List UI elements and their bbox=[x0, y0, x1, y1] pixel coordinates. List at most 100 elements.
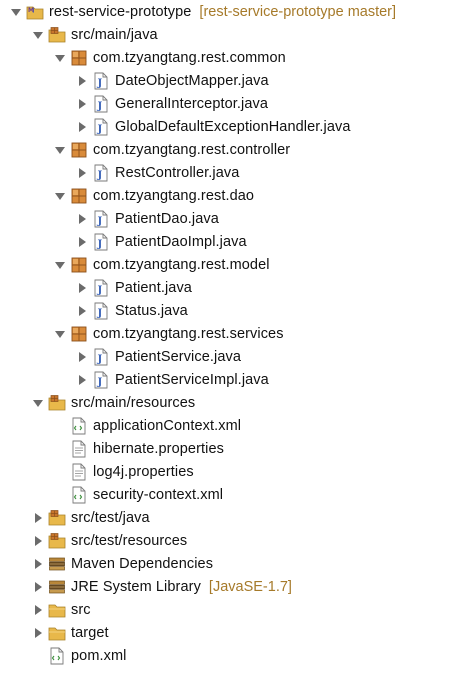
tree-item-applicationcontext-xml[interactable]: applicationContext.xml bbox=[0, 414, 241, 437]
collapsed-twisty-icon[interactable] bbox=[76, 236, 88, 248]
collapsed-twisty-icon[interactable] bbox=[76, 121, 88, 133]
tree-item-decoration: [JavaSE-1.7] bbox=[208, 578, 292, 595]
tree-item-label: GlobalDefaultExceptionHandler.java bbox=[115, 118, 351, 135]
collapsed-twisty-icon[interactable] bbox=[32, 627, 44, 639]
folder-icon bbox=[48, 601, 66, 619]
tree-item-decoration: [rest-service-prototype master] bbox=[199, 3, 397, 20]
tree-item-patientdaoimpl-java[interactable]: J PatientDaoImpl.java bbox=[0, 230, 247, 253]
tree-item-label: PatientDao.java bbox=[115, 210, 219, 227]
svg-text:J: J bbox=[32, 8, 34, 14]
tree-item-label: RestController.java bbox=[115, 164, 240, 181]
java-file-icon: J bbox=[92, 118, 110, 136]
collapsed-twisty-icon[interactable] bbox=[32, 581, 44, 593]
collapsed-twisty-icon[interactable] bbox=[76, 167, 88, 179]
java-file-icon: J bbox=[92, 72, 110, 90]
tree-item-com-tzyangtang-rest-model[interactable]: com.tzyangtang.rest.model bbox=[0, 253, 270, 276]
java-file-icon: J bbox=[92, 95, 110, 113]
tree-item-src-test-java[interactable]: src/test/java bbox=[0, 506, 150, 529]
collapsed-twisty-icon[interactable] bbox=[76, 374, 88, 386]
tree-item-label: JRE System Library bbox=[71, 578, 201, 595]
tree-item-label: DateObjectMapper.java bbox=[115, 72, 269, 89]
expanded-twisty-icon[interactable] bbox=[32, 29, 44, 41]
tree-item-com-tzyangtang-rest-dao[interactable]: com.tzyangtang.rest.dao bbox=[0, 184, 254, 207]
tree-item-label: src/main/java bbox=[71, 26, 158, 43]
tree-item-label: src/test/resources bbox=[71, 532, 188, 549]
tree-item-label: src/main/resources bbox=[71, 394, 196, 411]
expanded-twisty-icon[interactable] bbox=[54, 52, 66, 64]
tree-item-jre-system-library[interactable]: JRE System Library [JavaSE-1.7] bbox=[0, 575, 292, 598]
svg-text:J: J bbox=[97, 354, 103, 365]
tree-item-com-tzyangtang-rest-services[interactable]: com.tzyangtang.rest.services bbox=[0, 322, 284, 345]
collapsed-twisty-icon[interactable] bbox=[32, 535, 44, 547]
collapsed-twisty-icon[interactable] bbox=[76, 213, 88, 225]
tree-item-src-main-resources[interactable]: src/main/resources bbox=[0, 391, 195, 414]
expanded-twisty-icon[interactable] bbox=[54, 259, 66, 271]
collapsed-twisty-icon[interactable] bbox=[76, 75, 88, 87]
twisty-spacer bbox=[54, 443, 66, 455]
tree-item-maven-dependencies[interactable]: Maven Dependencies bbox=[0, 552, 213, 575]
tree-item-label: src bbox=[71, 601, 91, 618]
tree-item-com-tzyangtang-rest-common[interactable]: com.tzyangtang.rest.common bbox=[0, 46, 286, 69]
expanded-twisty-icon[interactable] bbox=[10, 6, 22, 18]
tree-item-hibernate-properties[interactable]: hibernate.properties bbox=[0, 437, 224, 460]
tree-item-label: com.tzyangtang.rest.common bbox=[93, 49, 286, 66]
package-icon bbox=[70, 141, 88, 159]
package-icon bbox=[70, 256, 88, 274]
java-file-icon: J bbox=[92, 210, 110, 228]
svg-text:J: J bbox=[97, 377, 103, 388]
collapsed-twisty-icon[interactable] bbox=[32, 604, 44, 616]
tree-item-label: com.tzyangtang.rest.services bbox=[93, 325, 284, 342]
tree-item-src-test-resources[interactable]: src/test/resources bbox=[0, 529, 187, 552]
twisty-spacer bbox=[54, 466, 66, 478]
expanded-twisty-icon[interactable] bbox=[54, 328, 66, 340]
tree-item-log4j-properties[interactable]: log4j.properties bbox=[0, 460, 194, 483]
expanded-twisty-icon[interactable] bbox=[54, 144, 66, 156]
tree-item-label: PatientService.java bbox=[115, 348, 242, 365]
package-icon bbox=[70, 325, 88, 343]
expanded-twisty-icon[interactable] bbox=[32, 397, 44, 409]
svg-text:J: J bbox=[97, 239, 103, 250]
tree-item-pom-xml[interactable]: pom.xml bbox=[0, 644, 127, 667]
collapsed-twisty-icon[interactable] bbox=[76, 98, 88, 110]
folder-icon bbox=[48, 624, 66, 642]
collapsed-twisty-icon[interactable] bbox=[76, 282, 88, 294]
tree-item-com-tzyangtang-rest-controller[interactable]: com.tzyangtang.rest.controller bbox=[0, 138, 290, 161]
java-file-icon: J bbox=[92, 233, 110, 251]
java-file-icon: J bbox=[92, 164, 110, 182]
tree-item-security-context-xml[interactable]: security-context.xml bbox=[0, 483, 223, 506]
tree-item-patientdao-java[interactable]: J PatientDao.java bbox=[0, 207, 219, 230]
source-folder-icon bbox=[48, 532, 66, 550]
tree-item-src[interactable]: src bbox=[0, 598, 91, 621]
tree-item-dateobjectmapper-java[interactable]: J DateObjectMapper.java bbox=[0, 69, 269, 92]
tree-item-src-main-java[interactable]: src/main/java bbox=[0, 23, 158, 46]
tree-item-label: applicationContext.xml bbox=[93, 417, 242, 434]
tree-item-label: log4j.properties bbox=[93, 463, 194, 480]
library-icon bbox=[48, 578, 66, 596]
tree-item-restcontroller-java[interactable]: J RestController.java bbox=[0, 161, 239, 184]
tree-item-label: pom.xml bbox=[71, 647, 127, 664]
xml-file-icon bbox=[48, 647, 66, 665]
tree-item-target[interactable]: target bbox=[0, 621, 109, 644]
tree-item-label: Maven Dependencies bbox=[71, 555, 214, 572]
collapsed-twisty-icon[interactable] bbox=[76, 305, 88, 317]
source-folder-icon bbox=[48, 394, 66, 412]
tree-item-globaldefaultexceptionhandler-java[interactable]: J GlobalDefaultExceptionHandler.java bbox=[0, 115, 351, 138]
tree-item-label: Status.java bbox=[115, 302, 188, 319]
expanded-twisty-icon[interactable] bbox=[54, 190, 66, 202]
collapsed-twisty-icon[interactable] bbox=[32, 512, 44, 524]
svg-text:J: J bbox=[97, 216, 103, 227]
java-file-icon: J bbox=[92, 371, 110, 389]
text-file-icon bbox=[70, 463, 88, 481]
collapsed-twisty-icon[interactable] bbox=[32, 558, 44, 570]
package-icon bbox=[70, 187, 88, 205]
tree-item-patientservice-java[interactable]: J PatientService.java bbox=[0, 345, 241, 368]
collapsed-twisty-icon[interactable] bbox=[76, 351, 88, 363]
tree-item-label: PatientDaoImpl.java bbox=[115, 233, 247, 250]
svg-text:M: M bbox=[28, 7, 34, 14]
